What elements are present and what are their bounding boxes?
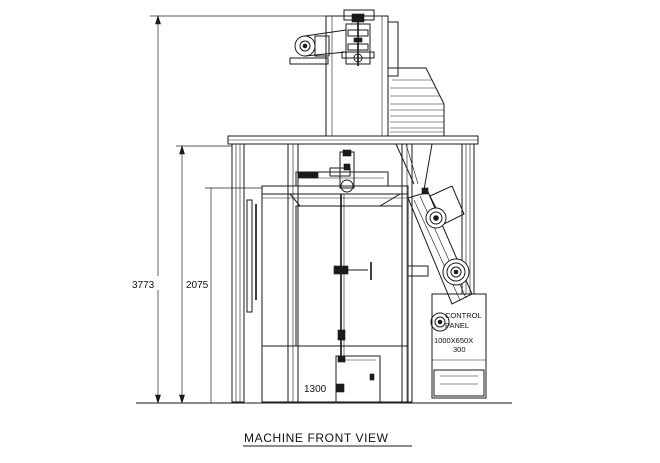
right-inner-column xyxy=(401,143,413,403)
control-panel-label-2: PANEL xyxy=(445,321,469,330)
lower-blast-wheel xyxy=(430,312,450,332)
platform-beam xyxy=(227,135,479,145)
control-panel-label-3: 1000X650X xyxy=(434,336,473,345)
left-side-handle xyxy=(246,199,257,313)
top-motor xyxy=(289,29,347,65)
control-panel-label-1: CONTROL xyxy=(445,311,482,320)
control-panel xyxy=(431,293,487,399)
drawing-caption: MACHINE FRONT VIEW xyxy=(244,431,389,445)
top-drive-unit xyxy=(341,13,375,66)
upper-blast-wheel xyxy=(421,187,447,229)
blast-cabinet xyxy=(261,193,409,403)
lower-access-door xyxy=(335,355,381,403)
dim-2075-text: 2075 xyxy=(186,280,209,291)
dim-3773-text: 3773 xyxy=(132,280,155,291)
dimension-3773: 3773 xyxy=(132,14,358,405)
separator-hopper xyxy=(387,67,445,137)
hanger-shaft xyxy=(333,194,372,363)
upper-conveyor-beam xyxy=(261,149,409,195)
dimension-2075: 2075 xyxy=(176,144,232,405)
feed-chute xyxy=(395,143,433,191)
left-outer-column xyxy=(231,143,245,403)
dim-1300-text: 1300 xyxy=(304,384,327,395)
middle-blast-wheel xyxy=(407,258,470,286)
control-panel-label-4: 300 xyxy=(453,345,466,354)
dimension-1300: 1300 xyxy=(205,187,327,403)
